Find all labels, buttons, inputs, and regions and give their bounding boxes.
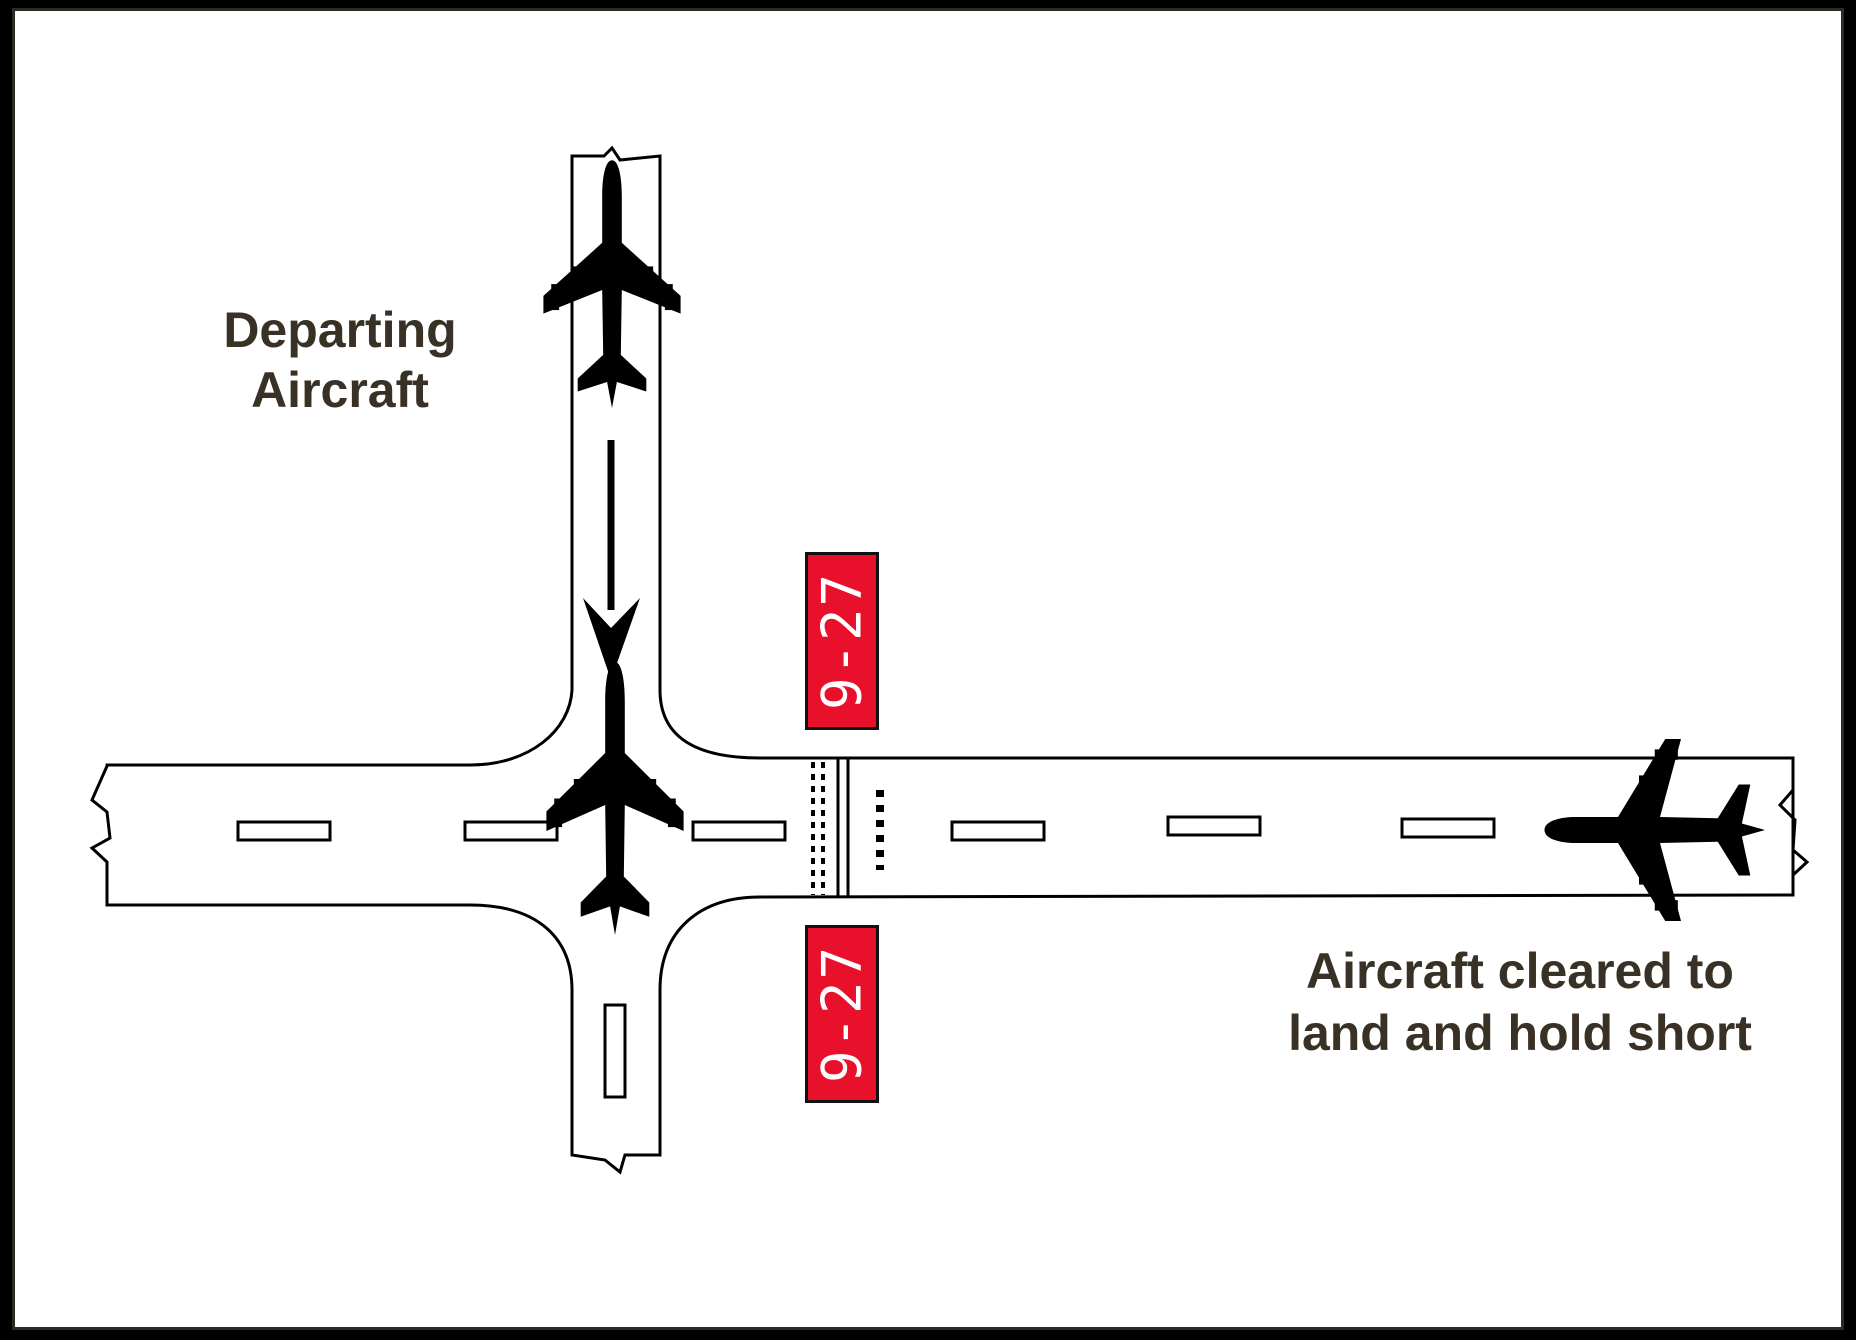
diagram-paper xyxy=(12,8,1844,1330)
runway-sign-bottom-text: 9-27 xyxy=(810,944,874,1084)
arrow-down-icon xyxy=(583,440,640,680)
hold-label-line1: Aircraft cleared to xyxy=(1306,943,1734,999)
runway-sign-top: 9-27 xyxy=(805,552,879,730)
departing-aircraft-label: Departing Aircraft xyxy=(180,300,500,420)
departing-label-line1: Departing xyxy=(223,302,457,358)
departing-label-line2: Aircraft xyxy=(251,362,429,418)
runway-sign-bottom: 9-27 xyxy=(805,925,879,1103)
runway-pavement xyxy=(89,145,1810,1175)
hold-short-marking xyxy=(811,758,884,897)
runway-centerline xyxy=(236,815,1496,1099)
runway-sign-top-text: 9-27 xyxy=(810,571,874,711)
hold-label-line2: land and hold short xyxy=(1288,1005,1752,1061)
hold-short-label: Aircraft cleared to land and hold short xyxy=(1240,940,1800,1064)
